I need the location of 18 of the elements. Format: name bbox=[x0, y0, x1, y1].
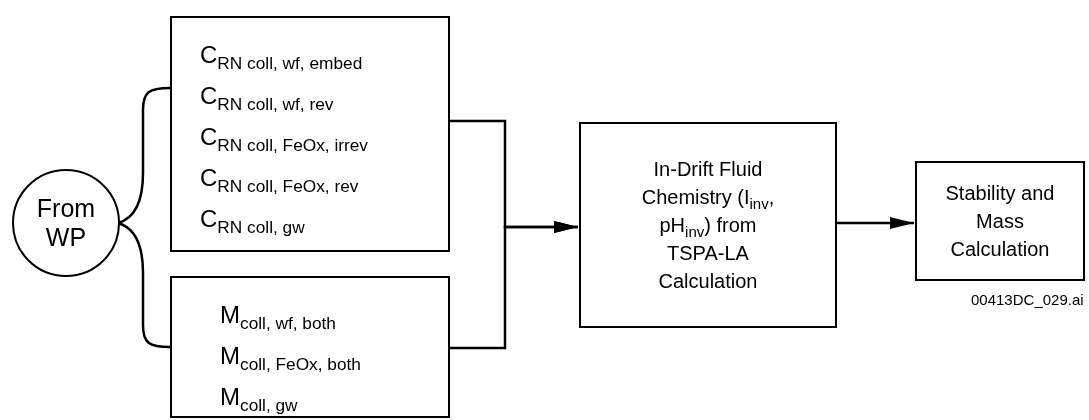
variable-name: C$_{RN coll, FeOx, rev}$ bbox=[200, 163, 359, 198]
variable-name: C$_{RN coll, wf, rev}$ bbox=[200, 81, 334, 116]
variable-name: C$_{RN coll, gw}$ bbox=[200, 204, 305, 239]
node-text: From WP bbox=[35, 194, 97, 252]
variable-name: M$_{coll, gw}$ bbox=[220, 382, 298, 417]
arrow bbox=[450, 221, 578, 350]
variable-list-box bbox=[170, 276, 450, 418]
arrow bbox=[837, 217, 914, 229]
variable-name: M$_{coll, wf, both}$ bbox=[220, 300, 336, 335]
process-box bbox=[579, 122, 837, 328]
variable-name: C$_{RN coll, wf, embed}$ bbox=[200, 40, 363, 75]
node-text: Stability and Mass Calculation bbox=[944, 181, 1056, 262]
node-text: In-Drift Fluid Chemistry (I$_{inv}$, pH$_{inv}$) from TSPA-LA Calculation bbox=[640, 157, 776, 294]
variable-name: M$_{coll, FeOx, both}$ bbox=[220, 341, 361, 376]
variable-name: C$_{RN coll, FeOx, irrev}$ bbox=[200, 122, 368, 157]
file-name-label: 00413DC_029.ai bbox=[971, 291, 1084, 308]
process-box bbox=[915, 161, 1085, 281]
variable-list-box bbox=[170, 16, 450, 252]
